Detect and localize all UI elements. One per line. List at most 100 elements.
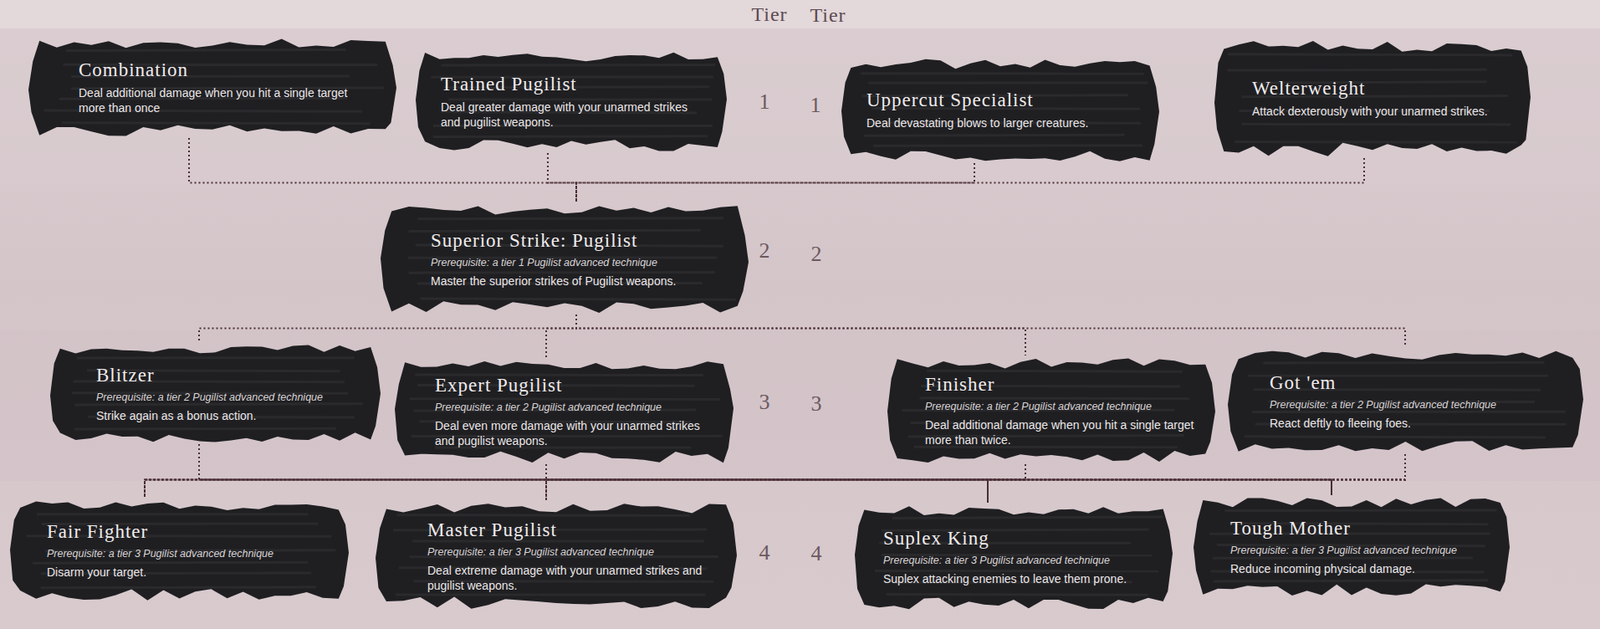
brush-fill xyxy=(50,344,381,442)
brush-texture xyxy=(433,134,708,139)
brush-texture xyxy=(1226,68,1487,72)
brush-texture xyxy=(395,592,706,596)
brush-texture xyxy=(409,397,721,401)
skill-description: Reduce incoming physical damage. xyxy=(1230,561,1492,577)
brush-texture xyxy=(1244,436,1546,438)
tier-heading: Tier xyxy=(751,3,788,26)
brush-texture xyxy=(1241,122,1511,127)
brush-fill xyxy=(887,357,1216,463)
tier-band xyxy=(0,28,1600,185)
skill-title: Uppercut Specialist xyxy=(866,88,1136,113)
dotted-connector xyxy=(546,314,577,358)
skill-box: Tough MotherPrerequisite: a tier 3 Pugil… xyxy=(1193,495,1510,598)
skill-box: Fair FighterPrerequisite: a tier 3 Pugil… xyxy=(10,497,349,603)
brush-fill xyxy=(415,52,727,152)
brush-texture xyxy=(926,370,1183,372)
skill-description: Strike again as a bonus action. xyxy=(96,408,364,424)
skill-description: Disarm your target. xyxy=(46,564,331,580)
skill-box: BlitzerPrerequisite: a tier 2 Pugilist a… xyxy=(50,342,381,445)
skill-box: Superior Strike: PugilistPrerequisite: a… xyxy=(380,202,749,315)
dotted-connector xyxy=(546,464,1026,501)
brush-texture xyxy=(1252,410,1566,414)
skill-description: Deal devastating blows to larger creatur… xyxy=(866,115,1136,131)
brush-texture xyxy=(874,569,1159,573)
tier-number: 3 xyxy=(759,389,771,415)
tier-number: 2 xyxy=(759,238,771,264)
brush-texture xyxy=(860,71,1145,75)
brush-texture xyxy=(1212,557,1473,560)
brush-texture xyxy=(36,512,308,516)
brush-texture xyxy=(412,539,705,542)
skill-title: Blitzer xyxy=(96,363,364,388)
brush-texture xyxy=(74,403,363,405)
dotted-connector xyxy=(546,454,1406,501)
skill-box: Expert PugilistPrerequisite: a tier 2 Pu… xyxy=(394,357,734,465)
dotted-connector xyxy=(144,464,1026,498)
skill-box: CombinationDeal additional damage when y… xyxy=(28,35,397,139)
brush-texture xyxy=(396,513,690,517)
skill-title: Trained Pugilist xyxy=(440,72,704,97)
brush-texture xyxy=(1213,580,1488,582)
tier-number: 1 xyxy=(759,89,771,115)
skill-prerequisite: Prerequisite: a tier 2 Pugilist advanced… xyxy=(925,399,1197,414)
brush-fill xyxy=(28,38,397,136)
dotted-connector xyxy=(547,153,577,203)
dotted-connector xyxy=(987,454,1406,503)
brush-texture xyxy=(1262,361,1544,365)
dotted-connector xyxy=(144,464,547,498)
skill-title: Tough Mother xyxy=(1230,516,1492,541)
brush-texture xyxy=(417,216,724,220)
brush-texture xyxy=(32,561,308,565)
tier-heading: Tier xyxy=(809,4,846,27)
brush-fill xyxy=(10,500,349,600)
dotted-connector xyxy=(144,454,1406,498)
tier-number: 3 xyxy=(811,391,823,417)
brush-texture xyxy=(76,356,355,359)
brush-texture xyxy=(408,270,715,275)
skill-box: Uppercut SpecialistDeal devastating blow… xyxy=(841,56,1160,164)
skill-box: Trained PugilistDeal greater damage with… xyxy=(415,49,727,154)
skill-prerequisite: Prerequisite: a tier 3 Pugilist advanced… xyxy=(46,546,331,561)
dotted-connector xyxy=(144,444,200,498)
tier-number: 4 xyxy=(811,541,823,567)
brush-texture xyxy=(868,81,1148,84)
brush-fill xyxy=(375,503,737,609)
brush-texture xyxy=(61,121,371,125)
skill-description: Deal additional damage when you hit a si… xyxy=(78,85,351,116)
skill-description: Deal greater damage with your unarmed st… xyxy=(440,99,704,130)
skill-description: Suplex attacking enemies to leave them p… xyxy=(883,571,1155,587)
skill-prerequisite: Prerequisite: a tier 2 Pugilist advanced… xyxy=(1269,398,1563,412)
skill-title: Expert Pugilist xyxy=(434,373,717,398)
skill-title: Welterweight xyxy=(1252,76,1506,101)
dotted-connector xyxy=(199,314,577,343)
skill-description: Deal even more damage with your unarmed … xyxy=(434,418,717,449)
dotted-connector xyxy=(1331,454,1406,496)
tier-band xyxy=(0,330,1600,481)
tier-number: 4 xyxy=(759,540,771,566)
skill-prerequisite: Prerequisite: a tier 3 Pugilist advanced… xyxy=(427,545,719,559)
skill-prerequisite: Prerequisite: a tier 1 Pugilist advanced… xyxy=(430,255,731,270)
brush-fill xyxy=(1227,351,1584,452)
skill-prerequisite: Prerequisite: a tier 2 Pugilist advanced… xyxy=(434,400,717,415)
skill-box: Master PugilistPrerequisite: a tier 3 Pu… xyxy=(375,500,737,611)
brush-fill xyxy=(841,59,1160,162)
dotted-connector xyxy=(576,314,1406,348)
brush-texture xyxy=(873,143,1143,147)
dotted-connector xyxy=(576,158,1365,203)
brush-texture xyxy=(1224,508,1498,512)
skill-prerequisite: Prerequisite: a tier 3 Pugilist advanced… xyxy=(1230,543,1492,558)
brush-texture xyxy=(919,397,1189,401)
dotted-connector xyxy=(576,314,1026,356)
skill-title: Superior Strike: Pugilist xyxy=(430,229,731,253)
skill-description: Deal extreme damage with your unarmed st… xyxy=(427,562,719,593)
skill-title: Fair Fighter xyxy=(46,520,331,544)
skill-description: Deal additional damage when you hit a si… xyxy=(925,417,1197,448)
dotted-connector xyxy=(546,464,988,503)
skill-title: Suplex King xyxy=(883,526,1155,551)
brush-texture xyxy=(440,63,716,67)
brush-texture xyxy=(863,133,1125,138)
brush-texture xyxy=(886,592,1149,597)
skill-title: Master Pugilist xyxy=(427,518,719,542)
brush-texture xyxy=(40,586,317,590)
brush-fill xyxy=(854,506,1173,609)
